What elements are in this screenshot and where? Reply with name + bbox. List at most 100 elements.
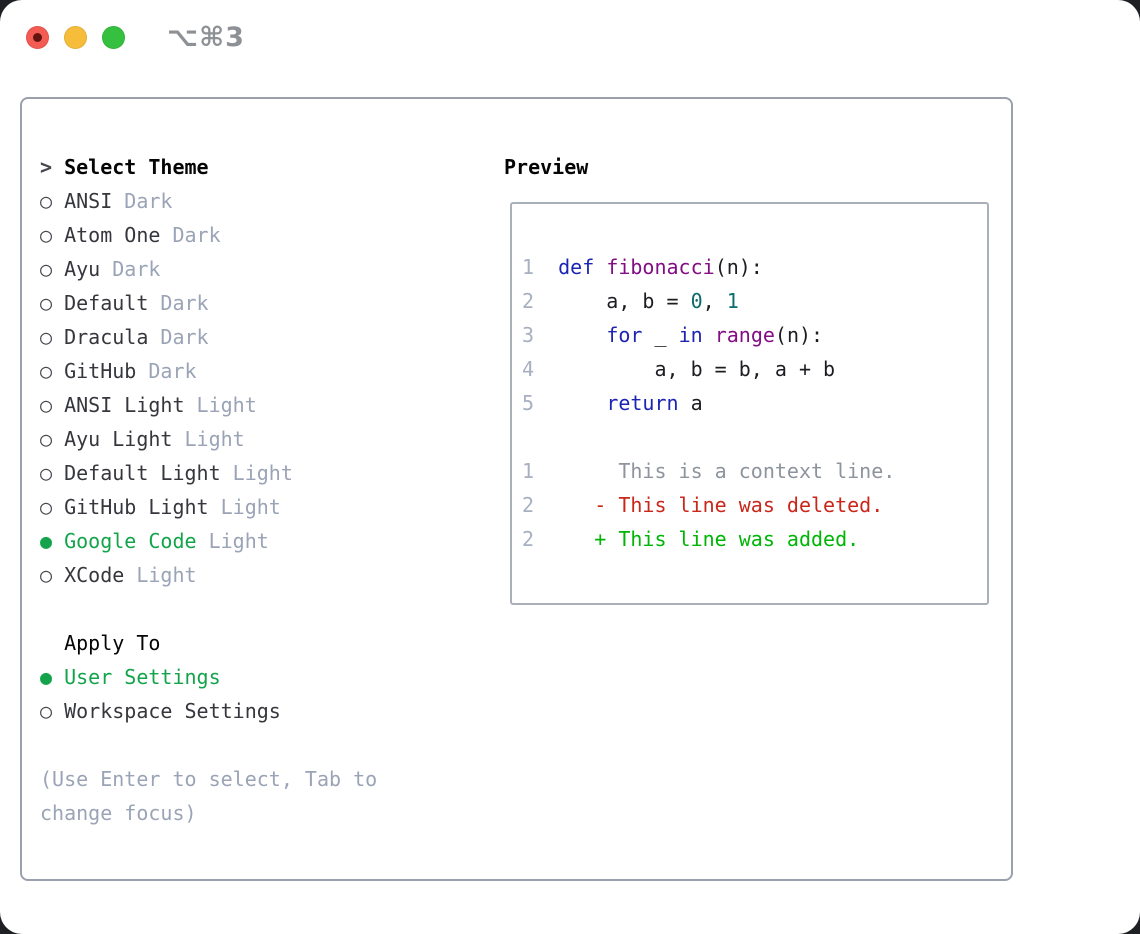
- theme-option[interactable]: ○ Ayu Dark: [40, 252, 470, 286]
- code-segment-plain: [534, 255, 558, 279]
- code-segment-plain: _: [642, 323, 679, 347]
- theme-variant: Light: [208, 529, 269, 553]
- code-line: 5 return a: [522, 386, 987, 420]
- code-line: 2 + This line was added.: [522, 522, 987, 556]
- theme-name: GitHub Light: [52, 495, 221, 519]
- spacer: [40, 728, 470, 762]
- theme-name: Default Light: [52, 461, 233, 485]
- radio-icon: ○: [40, 495, 53, 519]
- select-theme-heading: > Select Theme: [40, 150, 470, 184]
- radio-icon: ○: [40, 393, 53, 417]
- code-segment-num: 0: [690, 289, 703, 313]
- theme-list-pane: > Select Theme ○ ANSI Dark○ Atom One Dar…: [40, 150, 470, 830]
- code-segment-num: 1: [726, 289, 739, 313]
- radio-icon: ○: [40, 359, 53, 383]
- theme-option[interactable]: ○ GitHub Light Light: [40, 490, 470, 524]
- theme-name: XCode: [52, 563, 137, 587]
- radio-icon: ○: [40, 461, 53, 485]
- apply-to-heading: Apply To: [40, 626, 470, 660]
- code-segment-plain: [534, 527, 558, 551]
- code-segment-lineno: 2: [522, 493, 535, 517]
- theme-variant: Dark: [160, 325, 209, 349]
- code-line: [522, 420, 987, 454]
- theme-option[interactable]: ● Google Code Light: [40, 524, 470, 558]
- theme-option[interactable]: ○ Ayu Light Light: [40, 422, 470, 456]
- code-segment-kw: in: [678, 323, 703, 347]
- theme-variant: Light: [184, 427, 245, 451]
- zoom-button[interactable]: [102, 26, 125, 49]
- theme-option[interactable]: ○ ANSI Dark: [40, 184, 470, 218]
- theme-option[interactable]: ○ ANSI Light Light: [40, 388, 470, 422]
- theme-variant: Light: [220, 495, 281, 519]
- theme-option[interactable]: ○ Dracula Dark: [40, 320, 470, 354]
- close-button[interactable]: [26, 26, 49, 49]
- radio-icon: ○: [40, 427, 53, 451]
- theme-name: GitHub: [52, 359, 149, 383]
- code-segment-plain: a, b = b, a + b: [558, 357, 836, 381]
- code-segment-title: fibonacci: [606, 255, 715, 279]
- select-theme-heading-label: [52, 155, 64, 179]
- code-segment-lineno: 5: [522, 391, 535, 415]
- theme-name: Default: [52, 291, 161, 315]
- code-segment-lineno: 1: [522, 255, 535, 279]
- code-segment-plain: ,: [702, 289, 727, 313]
- code-segment-plain: [558, 391, 606, 415]
- radio-icon: ○: [40, 223, 53, 247]
- apply-to-option[interactable]: ● User Settings: [40, 660, 470, 694]
- minimize-button[interactable]: [64, 26, 87, 49]
- theme-variant: Dark: [148, 359, 197, 383]
- select-theme-title: Select Theme: [64, 155, 209, 179]
- code-segment-plain: a: [678, 391, 703, 415]
- selected-radio-icon: ●: [40, 665, 53, 689]
- radio-icon: ○: [40, 699, 53, 723]
- code-segment-kw: def: [558, 255, 595, 279]
- radio-icon: ○: [40, 325, 53, 349]
- apply-to-title: Apply To: [64, 631, 161, 655]
- radio-icon: ○: [40, 189, 53, 213]
- radio-icon: ○: [40, 563, 53, 587]
- code-segment-lineno: 2: [522, 289, 535, 313]
- focus-caret-icon: >: [40, 155, 53, 179]
- code-segment-del: - This line was deleted.: [558, 493, 884, 517]
- theme-variant: Dark: [160, 291, 209, 315]
- code-segment-plain: [594, 255, 606, 279]
- code-line: 1 def fibonacci(n):: [522, 250, 987, 284]
- theme-option[interactable]: ○ XCode Light: [40, 558, 470, 592]
- code-segment-plain: [534, 391, 558, 415]
- window-controls: [26, 26, 125, 49]
- radio-icon: ○: [40, 291, 53, 315]
- code-segment-lineno: 3: [522, 323, 535, 347]
- theme-option[interactable]: ○ Default Light Light: [40, 456, 470, 490]
- code-segment-title: range: [714, 323, 775, 347]
- code-line: 2 - This line was deleted.: [522, 488, 987, 522]
- code-segment-plain: [703, 323, 715, 347]
- theme-option[interactable]: ○ Atom One Dark: [40, 218, 470, 252]
- theme-option[interactable]: ○ GitHub Dark: [40, 354, 470, 388]
- theme-name: Ayu Light: [52, 427, 185, 451]
- apply-to-option-label: Workspace Settings: [52, 699, 281, 723]
- theme-option[interactable]: ○ Default Dark: [40, 286, 470, 320]
- preview-heading: Preview: [504, 155, 589, 179]
- code-line: 1 This is a context line.: [522, 454, 987, 488]
- theme-picker-panel: > Select Theme ○ ANSI Dark○ Atom One Dar…: [20, 97, 1013, 881]
- apply-to-option[interactable]: ○ Workspace Settings: [40, 694, 470, 728]
- theme-name: Google Code: [52, 529, 209, 553]
- code-segment-lineno: 2: [522, 527, 535, 551]
- code-segment-kw: for: [606, 323, 643, 347]
- code-segment-plain: (n):: [774, 323, 824, 347]
- keyboard-shortcut-label: ⌥⌘3: [167, 22, 245, 53]
- code-segment-plain: [534, 459, 558, 483]
- theme-name: ANSI Light: [52, 393, 197, 417]
- code-line: 3 for _ in range(n):: [522, 318, 987, 352]
- code-line: 2 a, b = 0, 1: [522, 284, 987, 318]
- code-segment-plain: [534, 357, 558, 381]
- usage-hint: (Use Enter to select, Tab to change focu…: [40, 767, 378, 825]
- code-segment-plain: [534, 289, 558, 313]
- theme-variant: Light: [232, 461, 293, 485]
- code-segment-plain: [534, 493, 558, 517]
- code-segment-lineno: 4: [522, 357, 535, 381]
- theme-name: ANSI: [52, 189, 125, 213]
- code-segment-plain: [534, 323, 558, 347]
